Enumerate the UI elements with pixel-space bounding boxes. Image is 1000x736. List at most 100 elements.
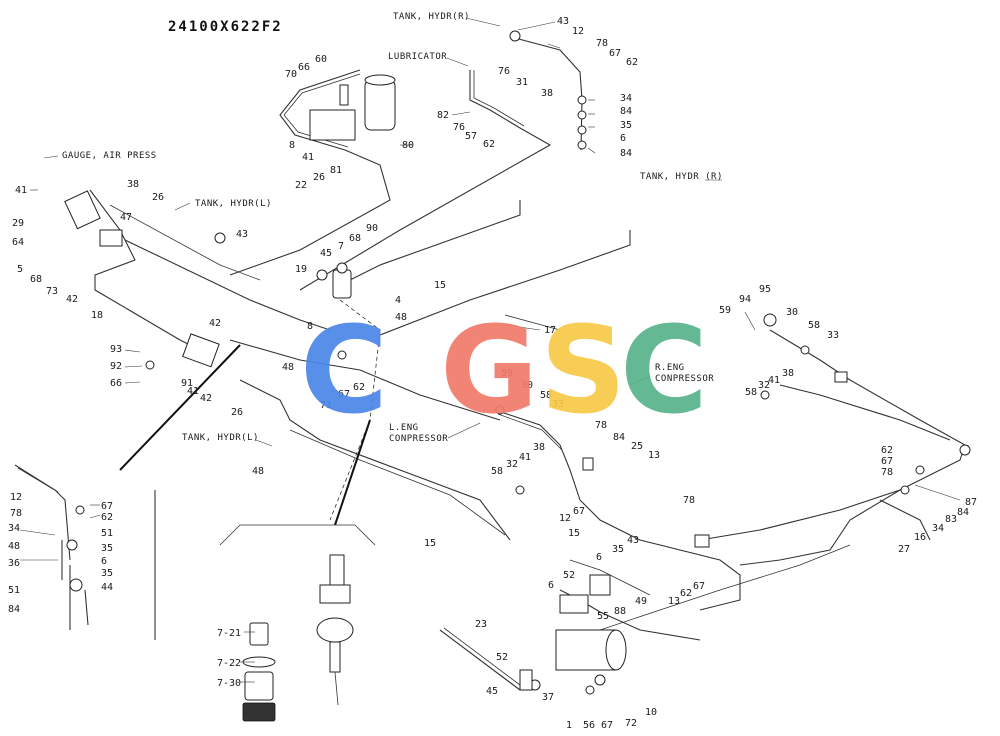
callout-30: 30 [786, 307, 798, 318]
callout-35: 35 [101, 568, 113, 579]
callout-58: 58 [745, 387, 757, 398]
callout-25: 25 [631, 441, 643, 452]
caption-arrows [43, 17, 722, 447]
callout-23: 23 [475, 619, 487, 630]
callout-35: 35 [620, 120, 632, 131]
callout-78: 78 [683, 495, 695, 506]
diagram-code: 24100X622F2 [168, 19, 283, 35]
callout-84: 84 [8, 604, 20, 615]
callout-numbers: 43 12 78 67 62 34 84 35 6 84 76 31 38 82… [8, 16, 977, 731]
callout-88: 88 [614, 606, 626, 617]
callout-18: 18 [91, 310, 103, 321]
callout-91: 91 [181, 378, 193, 389]
watermark-letter: S [540, 302, 626, 441]
callout-7-30: 7-30 [217, 678, 241, 689]
callout-62: 62 [101, 512, 113, 523]
callout-34: 34 [8, 523, 20, 534]
caption-tank-hydr-l-bottom: TANK, HYDR(L) [182, 433, 259, 443]
callout-80: 80 [402, 140, 414, 151]
callout-41: 41 [187, 386, 199, 397]
callout-26: 26 [231, 407, 243, 418]
callout-64: 64 [12, 237, 24, 248]
callout-67: 67 [101, 501, 113, 512]
callout-38: 38 [533, 442, 545, 453]
callout-48: 48 [282, 362, 294, 373]
callout-12: 12 [559, 513, 571, 524]
callout-15: 15 [434, 280, 446, 291]
callout-58: 58 [491, 466, 503, 477]
callout-93: 93 [110, 344, 122, 355]
callout-51: 51 [101, 528, 113, 539]
callout-34: 34 [620, 93, 632, 104]
callout-47: 47 [120, 212, 132, 223]
callout-43: 43 [557, 16, 569, 27]
callout-92: 92 [110, 361, 122, 372]
callout-59: 59 [501, 368, 513, 379]
caption-l-eng-1: L.ENG [389, 423, 419, 433]
callout-13: 13 [648, 450, 660, 461]
callout-33: 33 [552, 399, 564, 410]
callout-78: 78 [595, 420, 607, 431]
callout-8: 8 [307, 321, 313, 332]
caption-gauge-air-press: GAUGE, AIR PRESS [62, 151, 157, 161]
callout-58: 58 [540, 390, 552, 401]
callout-35: 35 [612, 544, 624, 555]
callout-76: 76 [498, 66, 510, 77]
callout-17: 17 [544, 325, 556, 336]
callout-32: 32 [506, 459, 518, 470]
callout-26: 26 [313, 172, 325, 183]
callout-42: 42 [209, 318, 221, 329]
callout-78: 78 [881, 467, 893, 478]
callout-84: 84 [613, 432, 625, 443]
callout-72: 72 [625, 718, 637, 729]
callout-15: 15 [568, 528, 580, 539]
callout-34: 34 [932, 523, 944, 534]
callout-78: 78 [596, 38, 608, 49]
callout-68: 68 [30, 274, 42, 285]
callout-68: 68 [349, 233, 361, 244]
callout-84: 84 [620, 148, 632, 159]
callout-90: 90 [366, 223, 378, 234]
callout-6: 6 [596, 552, 602, 563]
callout-84: 84 [620, 106, 632, 117]
callout-15: 15 [424, 538, 436, 549]
callout-48: 48 [252, 466, 264, 477]
callout-62: 62 [680, 588, 692, 599]
watermark-letter: C [620, 302, 708, 441]
callout-12: 12 [572, 26, 584, 37]
callout-22: 22 [295, 180, 307, 191]
callout-27: 27 [898, 544, 910, 555]
callout-13: 13 [668, 596, 680, 607]
callout-48: 48 [8, 541, 20, 552]
callout-71: 71 [320, 400, 332, 411]
caption-lubricator: LUBRICATOR [388, 52, 447, 62]
callout-35: 35 [101, 543, 113, 554]
callout-58: 58 [808, 320, 820, 331]
caption-r-eng-1: R.ENG [655, 363, 685, 373]
callout-6: 6 [620, 133, 626, 144]
callout-42: 42 [200, 393, 212, 404]
callout-45: 45 [486, 686, 498, 697]
callout-30: 30 [521, 380, 533, 391]
callout-52: 52 [563, 570, 575, 581]
callout-51: 51 [8, 585, 20, 596]
callout-42: 42 [66, 294, 78, 305]
callout-37: 37 [542, 692, 554, 703]
callout-38: 38 [541, 88, 553, 99]
callout-67: 67 [338, 389, 350, 400]
callout-62: 62 [483, 139, 495, 150]
callout-55: 55 [597, 611, 609, 622]
callout-62: 62 [626, 57, 638, 68]
callout-19: 19 [295, 264, 307, 275]
callout-33: 33 [827, 330, 839, 341]
callout-62: 62 [353, 382, 365, 393]
watermark-letter: G [440, 302, 539, 441]
callout-70: 70 [285, 69, 297, 80]
callout-10: 10 [645, 707, 657, 718]
callout-49: 49 [635, 596, 647, 607]
callout-4: 4 [395, 295, 401, 306]
callout-12: 12 [10, 492, 22, 503]
callout-41: 41 [302, 152, 314, 163]
callout-57: 57 [465, 131, 477, 142]
callout-83: 83 [945, 514, 957, 525]
